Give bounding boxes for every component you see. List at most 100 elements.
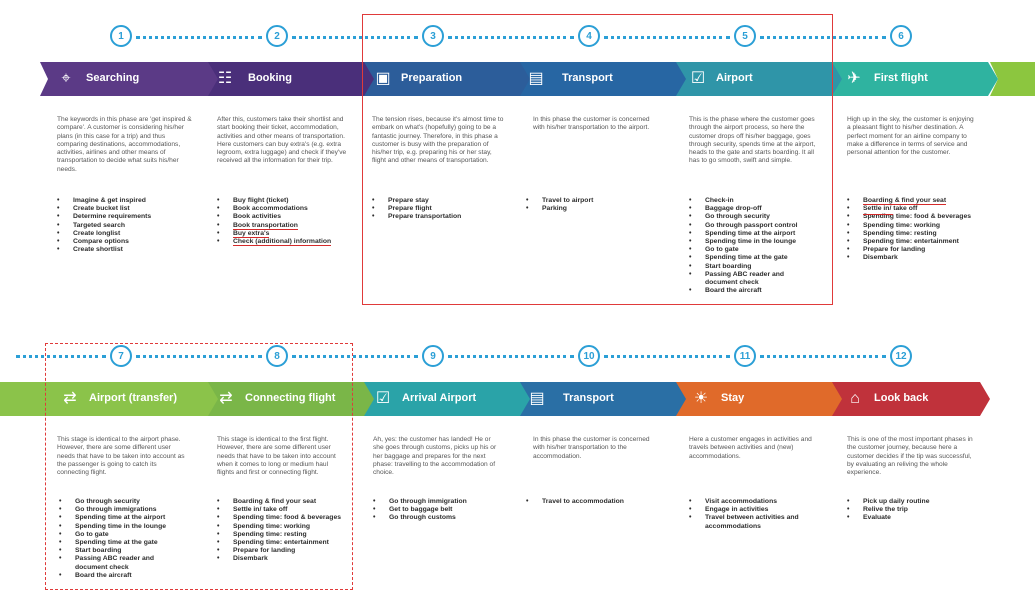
phase-description: This is one of the most important phases… (847, 436, 973, 477)
phase-description: The tension rises, because it's almost t… (372, 116, 504, 165)
step-number: 1 (110, 25, 132, 47)
compass-icon: ⌖ (61, 70, 71, 87)
list-item: Check-in (689, 197, 829, 205)
connector-line (604, 355, 730, 358)
list-item: Baggage drop-off (689, 205, 829, 213)
phase-title: Searching (86, 72, 140, 84)
list-item: Board the aircraft (59, 572, 189, 580)
phase-title: Airport (716, 72, 753, 84)
list-item: Get to baggage belt (373, 506, 513, 514)
list-item: Go through security (59, 498, 189, 506)
step-number: 7 (110, 345, 132, 367)
phase-banner-strip (0, 382, 1000, 416)
list-item: Prepare flight (372, 205, 512, 213)
list-item: Go through passport control (689, 222, 829, 230)
list-item: Passing ABC reader and document check (689, 271, 797, 287)
list-item: Spending time: resting (217, 531, 357, 539)
list-item: Spending time: entertainment (217, 539, 357, 547)
list-item: Prepare transportation (372, 213, 512, 221)
list-item: Parking (526, 205, 666, 213)
connector-line (760, 36, 886, 39)
phase-description: This is the phase where the customer goe… (689, 116, 816, 165)
suitcase-icon: ▣ (375, 70, 391, 87)
transfer-arrows-icon: ⇄ (219, 390, 233, 407)
list-item: Go through immigrations (59, 506, 189, 514)
list-item: Travel to airport (526, 197, 666, 205)
phase-activity-list: Travel to airport Parking (526, 197, 666, 214)
train-car-icon: ▤ (528, 70, 544, 87)
phase-activity-list: Pick up daily routine Relive the trip Ev… (847, 498, 987, 523)
list-item: Buy flight (ticket) (217, 197, 362, 205)
phase-title: Arrival Airport (402, 392, 477, 404)
list-item: Evaluate (847, 514, 987, 522)
phase-description: High up in the sky, the customer is enjo… (847, 116, 974, 157)
connector-line (136, 355, 262, 358)
phase-title: Transport (562, 72, 613, 84)
list-item: Spending time: working (217, 523, 357, 531)
list-item: Settle in/ take off (217, 506, 357, 514)
list-item: Spending time: food & beverages (217, 514, 357, 522)
phase-description: In this phase the customer is concerned … (533, 116, 650, 132)
list-item: Visit accommodations (689, 498, 829, 506)
list-item: Travel to accommodation (526, 498, 666, 506)
underlined-text: Check (additional) information (233, 238, 332, 247)
step-number: 8 (266, 345, 288, 367)
phase-description: Here a customer engages in activities an… (689, 436, 812, 460)
list-item: Spending time at the gate (59, 539, 189, 547)
list-item: Boarding & find your seat (847, 197, 1007, 205)
phase-title: Booking (248, 72, 292, 84)
step-number: 3 (422, 25, 444, 47)
list-item: Spending time: food & beverages (847, 213, 1007, 221)
list-item: Spending time: working (847, 222, 1007, 230)
list-item: Go through immigration (373, 498, 513, 506)
phase-description: The keywords in this phase are 'get insp… (57, 116, 192, 173)
list-item: Go through security (689, 213, 829, 221)
phase-description: Ah, yes: the customer has landed! He or … (373, 436, 497, 477)
list-item: Disembark (217, 555, 357, 563)
list-item: Create longlist (57, 230, 197, 238)
connector-line (16, 355, 106, 358)
step-number: 6 (890, 25, 912, 47)
connector-line (292, 36, 418, 39)
phase-activity-list: Go through immigration Get to baggage be… (373, 498, 513, 523)
journey-row-2: 7 8 9 10 11 12 ⇄ Airport (transfer) ⇄ Co… (0, 340, 1035, 603)
list-item: Go to gate (59, 531, 189, 539)
list-item: Relive the trip (847, 506, 987, 514)
ticket-icon: ☷ (217, 70, 233, 87)
step-number: 10 (578, 345, 600, 367)
phase-activity-list: Travel to accommodation (526, 498, 666, 506)
list-item: Create shortlist (57, 246, 197, 254)
phase-activity-list: Imagine & get inspired Create bucket lis… (57, 197, 197, 255)
list-item: Imagine & get inspired (57, 197, 197, 205)
phase-activity-list: Boarding & find your seat Settle in/ tak… (847, 197, 1007, 263)
phase-title: Look back (874, 392, 929, 404)
phase-activity-list: Buy flight (ticket) Book accommodations … (217, 197, 362, 246)
phase-description: This stage is identical to the airport p… (57, 436, 185, 477)
transfer-arrows-icon: ⇄ (63, 390, 77, 407)
highlight-box (45, 343, 353, 590)
list-item: Disembark (847, 254, 1007, 262)
list-item: Boarding & find your seat (217, 498, 357, 506)
list-item: Check (additional) information (217, 238, 362, 246)
step-number: 9 (422, 345, 444, 367)
phase-activity-list: Visit accommodations Engage in activitie… (689, 498, 829, 531)
island-icon: ☀ (693, 390, 709, 407)
airport-desk-icon: ☑ (690, 70, 706, 87)
home-icon: ⌂ (850, 390, 860, 407)
list-item: Passing ABC reader and document check (59, 555, 167, 571)
underline-mark (863, 214, 893, 215)
list-item: Spending time in the lounge (689, 238, 829, 246)
train-car-icon: ▤ (529, 390, 545, 407)
airport-desk-icon: ☑ (375, 390, 391, 407)
underlined-text: Boarding & find your seat (863, 197, 947, 205)
list-item: Go to gate (689, 246, 829, 254)
list-item: Spending time at the airport (689, 230, 829, 238)
list-item: Book activities (217, 213, 362, 221)
list-item: Prepare for landing (217, 547, 357, 555)
list-item: Go through customs (373, 514, 513, 522)
banner-arrows (40, 62, 1035, 96)
list-item: Prepare for landing (847, 246, 1007, 254)
list-item: Start boarding (59, 547, 189, 555)
phase-title: Preparation (401, 72, 463, 84)
connector-line (604, 36, 730, 39)
